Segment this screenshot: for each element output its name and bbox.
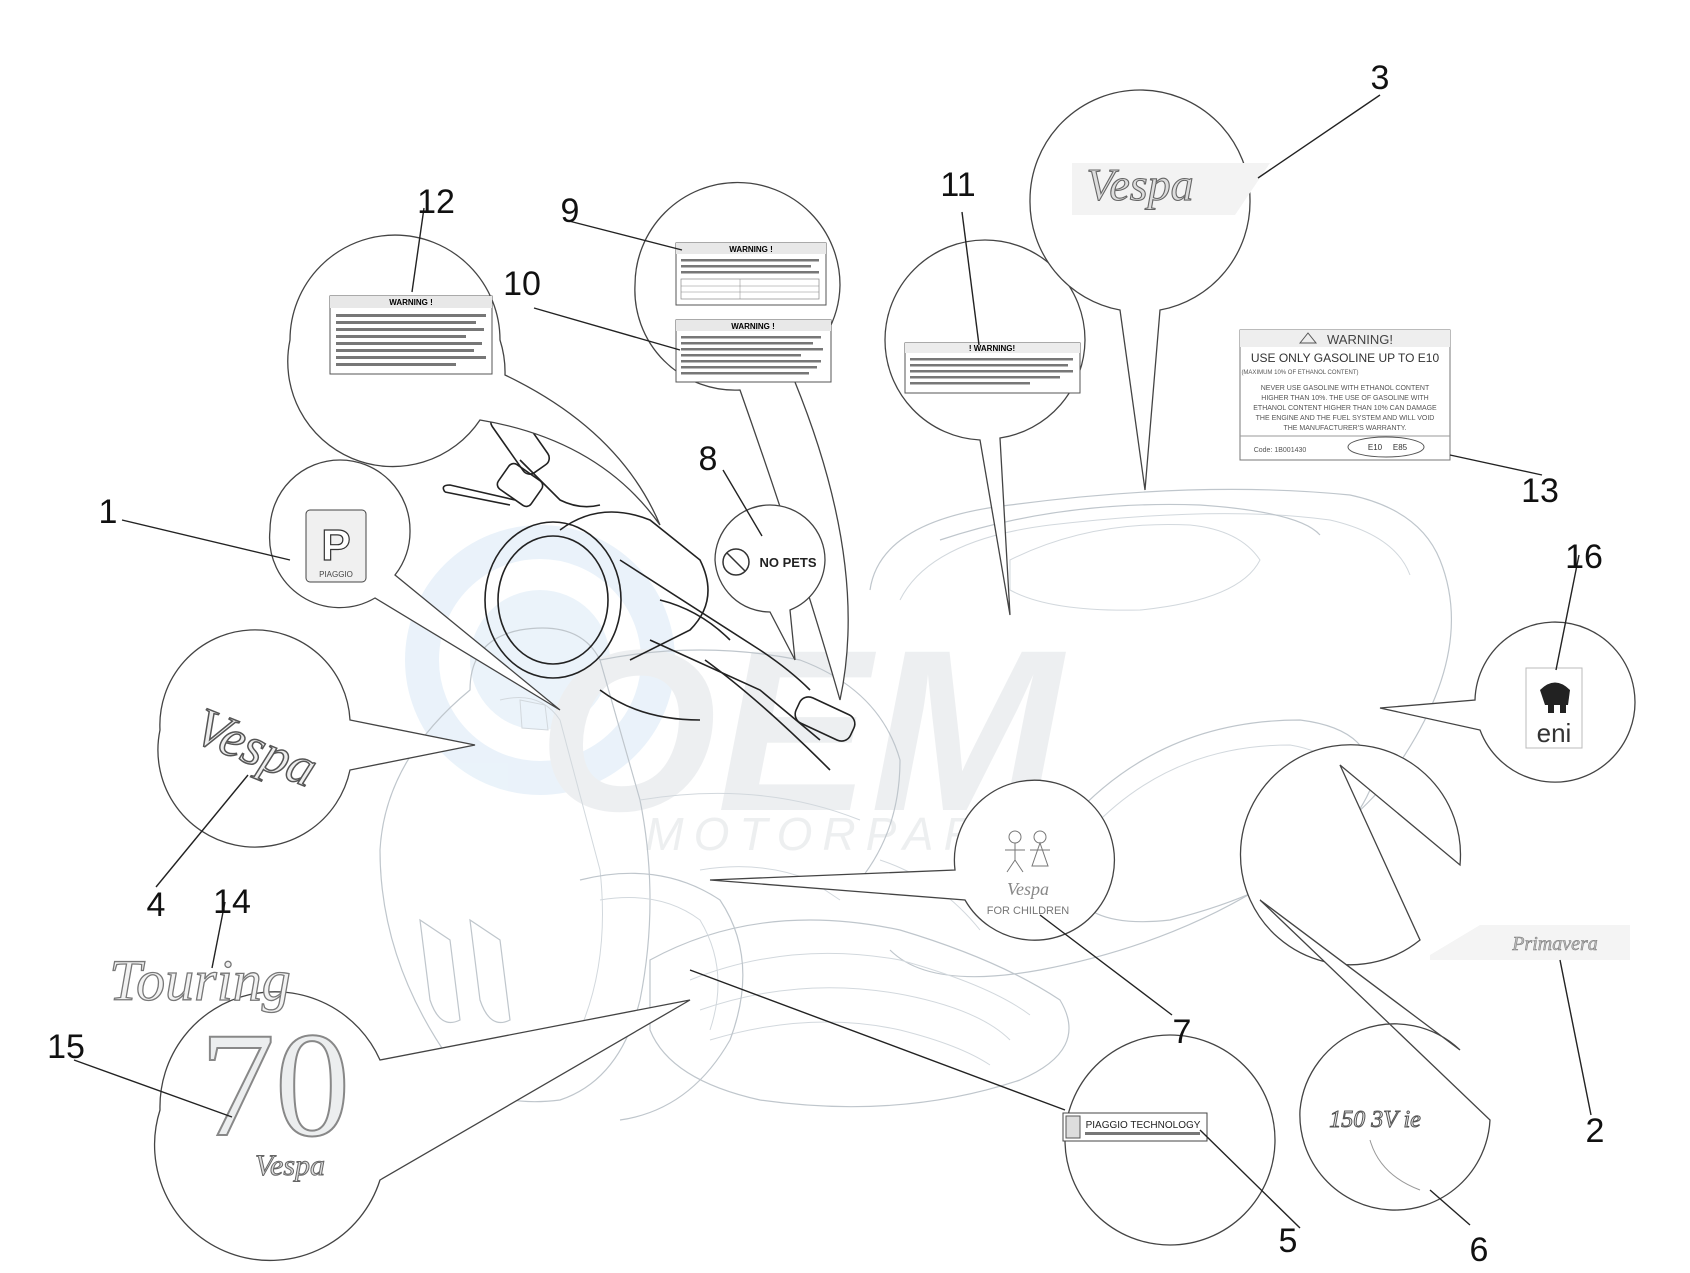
for-children-vespa: Vespa bbox=[1007, 879, 1049, 899]
no-pets-label: NO PETS bbox=[759, 555, 816, 570]
callout-8: 8 bbox=[699, 440, 718, 478]
decal-touring: Touring bbox=[109, 948, 291, 1013]
vespa-label-3: Vespa bbox=[1086, 159, 1193, 210]
callout-numbers: 1 2 3 4 5 6 7 8 9 10 11 12 13 14 15 16 bbox=[47, 59, 1604, 1269]
decal-eni: eni bbox=[1525, 667, 1583, 749]
fuel-body-5: THE MANUFACTURER'S WARRANTY. bbox=[1283, 425, 1406, 432]
fuel-line2: (MAXIMUM 10% OF ETHANOL CONTENT) bbox=[1241, 370, 1358, 376]
fuel-body-2: HIGHER THAN 10%. THE USE OF GASOLINE WIT… bbox=[1261, 395, 1428, 402]
fuel-title: WARNING! bbox=[1327, 332, 1393, 347]
fuel-e85: E85 bbox=[1393, 443, 1408, 452]
warning-title-11: ! WARNING! bbox=[969, 344, 1015, 353]
decal-150-model: 150 3V ie bbox=[1329, 1107, 1422, 1191]
decal-warning-11: ! WARNING! bbox=[904, 342, 1081, 394]
callout-3: 3 bbox=[1371, 59, 1390, 97]
svg-text:P: P bbox=[321, 521, 350, 570]
bubble-16 bbox=[1379, 621, 1636, 783]
primavera-label: Primavera bbox=[1511, 933, 1598, 955]
bubble-2 bbox=[1239, 744, 1462, 966]
decal-for-children: Vespa FOR CHILDREN bbox=[987, 830, 1070, 917]
piaggio-small-label: PIAGGIO bbox=[319, 570, 353, 579]
fuel-line1: USE ONLY GASOLINE UP TO E10 bbox=[1251, 351, 1440, 365]
leader-5-shape bbox=[689, 969, 1066, 1111]
callout-15: 15 bbox=[47, 1028, 85, 1066]
seventy-vespa-label: Vespa bbox=[255, 1149, 325, 1182]
callout-9: 9 bbox=[561, 192, 580, 230]
bubble-11 bbox=[884, 239, 1086, 616]
bubble-7 bbox=[709, 779, 1115, 941]
piaggio-technology-label: PIAGGIO TECHNOLOGY bbox=[1086, 1120, 1201, 1131]
model-label: 150 3V ie bbox=[1329, 1107, 1421, 1133]
callout-12: 12 bbox=[417, 183, 455, 221]
bubble-15 bbox=[153, 991, 691, 1262]
decal-piaggio-logo: P PIAGGIO bbox=[305, 509, 367, 583]
eni-label: eni bbox=[1537, 718, 1572, 748]
callout-13: 13 bbox=[1521, 472, 1559, 510]
decal-fuel-warning: WARNING! USE ONLY GASOLINE UP TO E10 (MA… bbox=[1239, 329, 1451, 461]
decal-70-vespa: 70 Vespa bbox=[199, 1001, 351, 1183]
fuel-e10: E10 bbox=[1368, 443, 1383, 452]
fuel-body-4: THE ENGINE AND THE FUEL SYSTEM AND WILL … bbox=[1256, 415, 1435, 422]
decal-warning-12: WARNING ! bbox=[329, 295, 493, 375]
callout-14: 14 bbox=[213, 883, 251, 921]
callout-5: 5 bbox=[1279, 1222, 1298, 1260]
decal-primavera: Primavera bbox=[1430, 925, 1630, 960]
callout-1: 1 bbox=[99, 493, 118, 531]
fuel-body-3: ETHANOL CONTENT HIGHER THAN 10% CAN DAMA… bbox=[1253, 405, 1437, 412]
bubble-6 bbox=[1259, 899, 1491, 1211]
leader-lines bbox=[73, 94, 1592, 1229]
callout-2: 2 bbox=[1586, 1112, 1605, 1150]
decal-no-pets: NO PETS bbox=[722, 548, 817, 576]
decal-piaggio-technology: PIAGGIO TECHNOLOGY bbox=[1062, 1112, 1208, 1142]
bubble-9-10 bbox=[634, 181, 849, 701]
callout-11: 11 bbox=[940, 166, 975, 204]
fuel-body-1: NEVER USE GASOLINE WITH ETHANOL CONTENT bbox=[1261, 385, 1430, 392]
callout-6: 6 bbox=[1470, 1231, 1489, 1269]
warning-title-12: WARNING ! bbox=[389, 298, 433, 307]
for-children-label: FOR CHILDREN bbox=[987, 905, 1070, 917]
fuel-code: Code: 1B001430 bbox=[1254, 447, 1307, 454]
warning-title-10: WARNING ! bbox=[731, 322, 775, 331]
decal-warning-9: WARNING ! bbox=[675, 242, 827, 306]
callout-4: 4 bbox=[147, 886, 166, 924]
warning-title-9: WARNING ! bbox=[729, 245, 773, 254]
decal-vespa-3: Vespa bbox=[1072, 158, 1270, 215]
callout-10: 10 bbox=[503, 265, 541, 303]
callout-7: 7 bbox=[1173, 1013, 1192, 1051]
seventy-label: 70 bbox=[200, 1002, 350, 1168]
callout-16: 16 bbox=[1565, 538, 1603, 576]
bubble-8 bbox=[714, 504, 826, 661]
decal-warning-10: WARNING ! bbox=[675, 319, 832, 383]
bubble-4 bbox=[157, 629, 476, 848]
